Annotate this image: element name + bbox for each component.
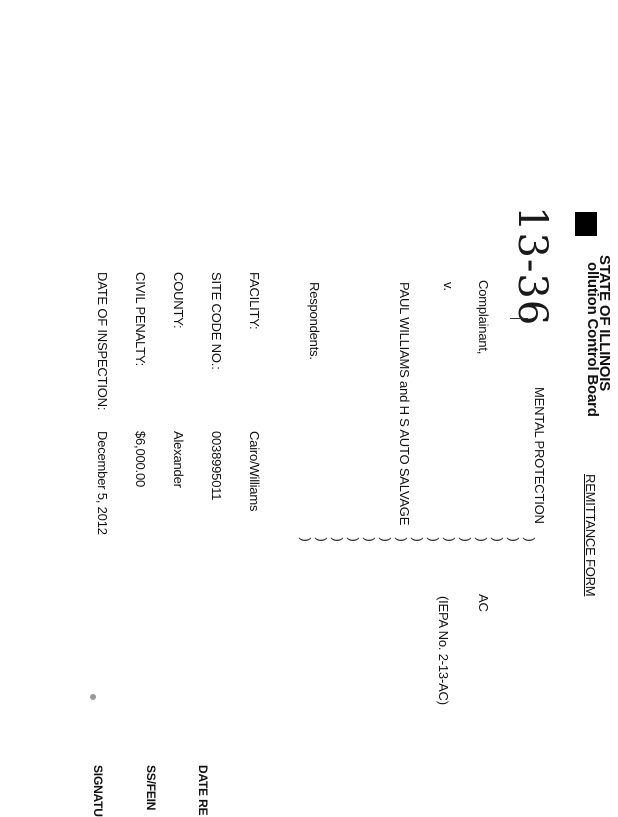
ss-fein-label: SS/FEIN [144,765,158,811]
signature-label: SIGNATU [91,765,105,817]
ac-label: AC [476,594,491,612]
inspection-date-label: DATE OF INSPECTION: [95,272,110,411]
site-code-label: SITE CODE NO.: [209,272,224,370]
civil-penalty-value: $6,000.00 [133,431,148,488]
date-received-label: DATE RE [196,765,210,816]
handwritten-case-number: 13-36 [509,206,555,327]
handwritten-underline [510,318,528,319]
facility-value: Cairo/Williams [247,431,262,512]
complainant-label: Complainant, [476,280,491,355]
scan-corner-mark [575,212,597,236]
agency-name-fragment: MENTAL PROTECTION [532,387,547,524]
form-title: REMITTANCE FORM [583,474,598,597]
county-label: COUNTY: [171,272,186,329]
scan-speck [90,694,96,700]
county-value: Alexander [171,431,186,488]
civil-penalty-label: CIVIL PENALTY: [133,272,148,367]
respondents-label: Respondents. [307,282,322,360]
board-heading: ollution Control Board [584,262,601,417]
iepa-number: (IEPA No. 2-13-AC) [436,596,451,705]
respondent-names: PAUL WILLIAMS and H S AUTO SALVAGE [397,282,412,526]
inspection-date-value: December 5, 2012 [95,431,110,535]
facility-label: FACILITY: [247,272,262,330]
versus-label: v. [441,282,456,291]
site-code-value: 0038995011 [209,431,224,501]
